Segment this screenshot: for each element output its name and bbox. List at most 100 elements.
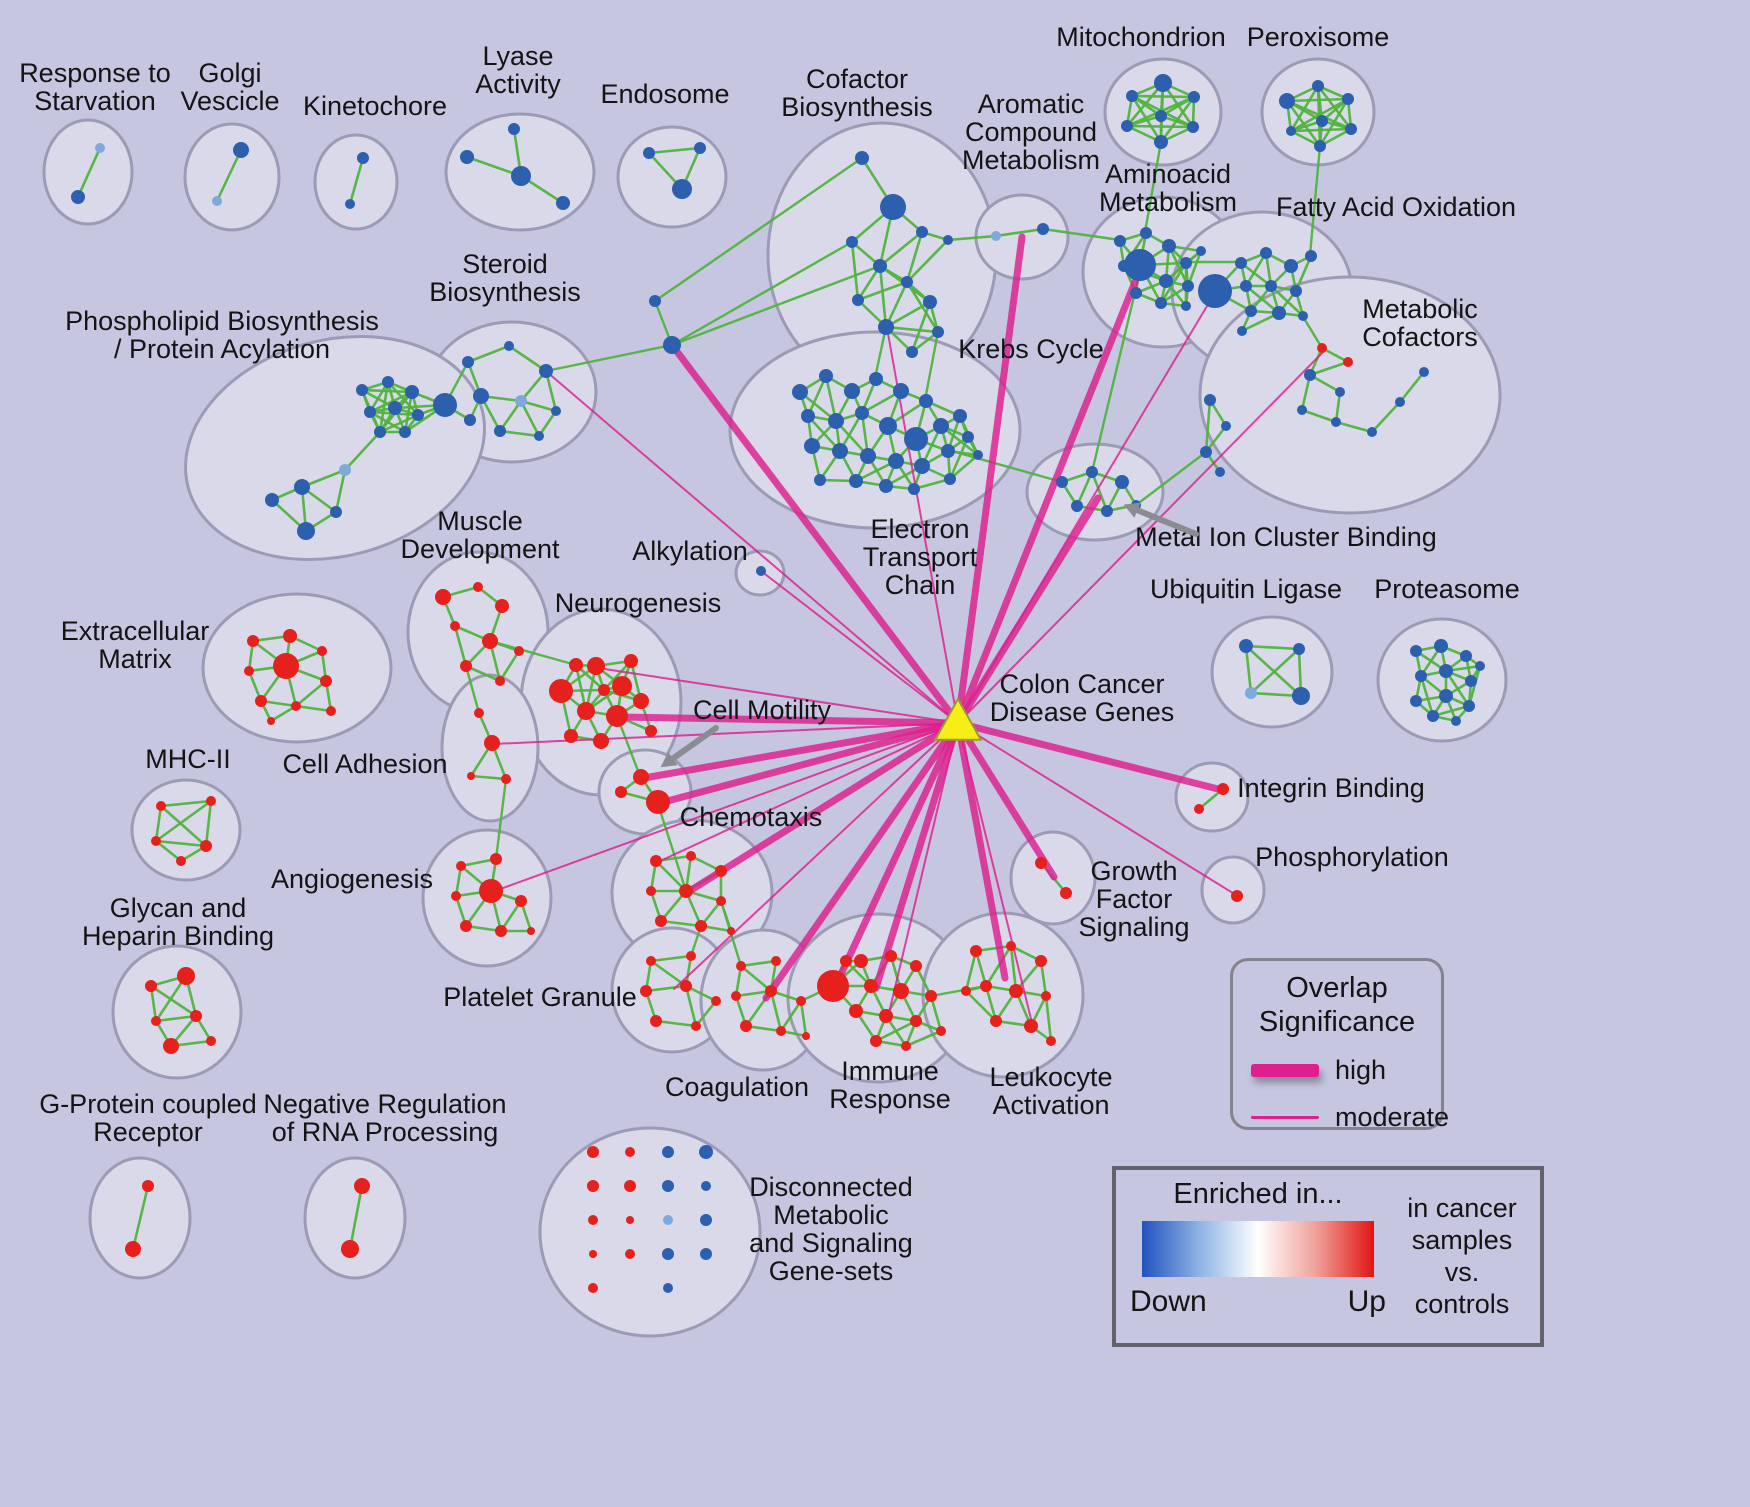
steroid-biosynthesis-edge — [507, 344, 548, 373]
kinetochore-node — [345, 199, 355, 209]
moderate-significance-line-sample — [1251, 1116, 1319, 1119]
mitochondrion-node — [1126, 90, 1138, 102]
cofactor-biosynthesis-edge — [856, 280, 909, 302]
phospholipid-biosynthesis-node — [339, 464, 351, 476]
glycan-heparin-binding-node — [190, 1010, 202, 1022]
electron-transport-chain-node — [844, 383, 860, 399]
electron-transport-chain-node — [933, 418, 949, 434]
fatty-acid-oxidation-node — [1235, 257, 1247, 269]
metabolic-cofactors-edge — [1300, 408, 1338, 424]
krebs-cycle-label: Krebs Cycle — [958, 334, 1104, 364]
electron-transport-chain-node — [814, 474, 826, 486]
aromatic-compound-metabolism-node — [991, 231, 1001, 241]
muscle-development-node — [495, 599, 509, 613]
cofactor-biosynthesis-node — [873, 259, 887, 273]
coagulation-edge — [769, 989, 783, 1033]
overlap-edge-high — [872, 719, 962, 992]
mhc-ii-edge — [154, 799, 213, 843]
lyase-activity-node — [460, 150, 474, 164]
mhc-ii-edge — [159, 799, 213, 808]
cofactor-biosynthesis-edge — [884, 325, 940, 334]
proteasome-node — [1410, 645, 1422, 657]
glycan-heparin-binding-region — [111, 944, 243, 1080]
disconnected-gene-sets-node — [662, 1146, 674, 1158]
cofactor-biosynthesis-edge — [905, 238, 950, 284]
steroid-biosynthesis-edge — [519, 399, 541, 438]
proteasome-node — [1460, 650, 1472, 662]
response-to-starvation-node — [95, 143, 105, 153]
metabolic-cofactors-node — [1419, 367, 1429, 377]
platelet-granule-node — [680, 980, 692, 992]
overlap-edge-high — [954, 719, 1226, 794]
overlap-edge-moderate — [887, 722, 959, 1018]
golgi-vescicle-node — [233, 142, 249, 158]
aminoacid-metabolism-node — [1181, 301, 1191, 311]
disconnected-gene-sets-node — [626, 1216, 634, 1224]
fatty-acid-oxidation-node — [1272, 306, 1286, 320]
electron-transport-chain-node — [832, 443, 848, 459]
integrin-binding-node — [1194, 804, 1204, 814]
intercluster-enrichment-edge — [1308, 144, 1322, 257]
muscle-development-node — [495, 676, 505, 686]
angiogenesis-node — [451, 891, 461, 901]
neurogenesis-node — [633, 693, 649, 709]
neurogenesis-label: Neurogenesis — [555, 588, 722, 618]
glycan-heparin-binding-node — [145, 980, 157, 992]
aminoacid-metabolism-node — [1140, 227, 1152, 239]
overlap-edge-moderate — [491, 722, 959, 893]
metabolic-cofactors-edge — [1204, 398, 1212, 454]
ubiquitin-ligase-edge — [1249, 647, 1301, 695]
metabolic-cofactors-node — [1215, 467, 1225, 477]
angiogenesis-node — [479, 879, 503, 903]
ubiquitin-ligase-node — [1245, 687, 1257, 699]
angiogenesis-node — [456, 861, 466, 871]
coagulation-node — [771, 956, 781, 966]
coagulation-edge — [739, 964, 773, 993]
alkylation-node — [756, 566, 766, 576]
neurogenesis-node — [564, 729, 578, 743]
chemotaxis-node — [715, 865, 727, 877]
ubiquitin-ligase-node — [1292, 687, 1310, 705]
coagulation-node — [731, 991, 741, 1001]
phosphorylation-label: Phosphorylation — [1255, 842, 1449, 872]
overlap-edge-high — [954, 719, 1009, 982]
immune-response-node — [893, 983, 909, 999]
pointer-arrow-head — [1123, 502, 1141, 518]
coagulation-edge — [779, 999, 803, 1033]
steroid-biosynthesis-edge — [466, 344, 511, 364]
extracellular-matrix-node — [326, 706, 336, 716]
coagulation-label: Coagulation — [665, 1072, 809, 1102]
mitochondrion-edge — [1125, 81, 1165, 128]
overlap-edge-moderate — [673, 722, 959, 990]
disconnected-gene-sets-node — [624, 1180, 636, 1192]
overlap-edge-high — [954, 719, 1058, 881]
glycan-heparin-binding-node — [206, 1036, 216, 1046]
cell-adhesion-node — [501, 774, 511, 784]
negative-regulation-rna-processing-node — [341, 1240, 359, 1258]
ubiquitin-ligase-node — [1293, 643, 1305, 655]
leukocyte-activation-node — [1035, 955, 1047, 967]
angiogenesis-edge — [454, 864, 463, 898]
immune-response-node — [885, 950, 897, 962]
cofactor-biosynthesis-edge — [878, 230, 924, 268]
peroxisome-node — [1316, 115, 1328, 127]
cell-motility-node — [646, 790, 670, 814]
disconnected-gene-sets-node — [587, 1180, 599, 1192]
overlap-edge-moderate — [657, 722, 959, 863]
leukocyte-activation-edge — [1009, 944, 1018, 993]
aminoacid-metabolism-node — [1162, 239, 1176, 253]
disconnected-gene-sets-node — [663, 1283, 673, 1293]
high-significance-line-sample — [1251, 1064, 1319, 1077]
peroxisome-node — [1279, 93, 1295, 109]
electron-transport-chain-node — [908, 483, 920, 495]
mitochondrion-node — [1154, 135, 1168, 149]
electron-transport-chain-edge — [948, 453, 980, 481]
peroxisome-node — [1345, 123, 1357, 135]
leukocyte-activation-edge — [964, 949, 978, 993]
